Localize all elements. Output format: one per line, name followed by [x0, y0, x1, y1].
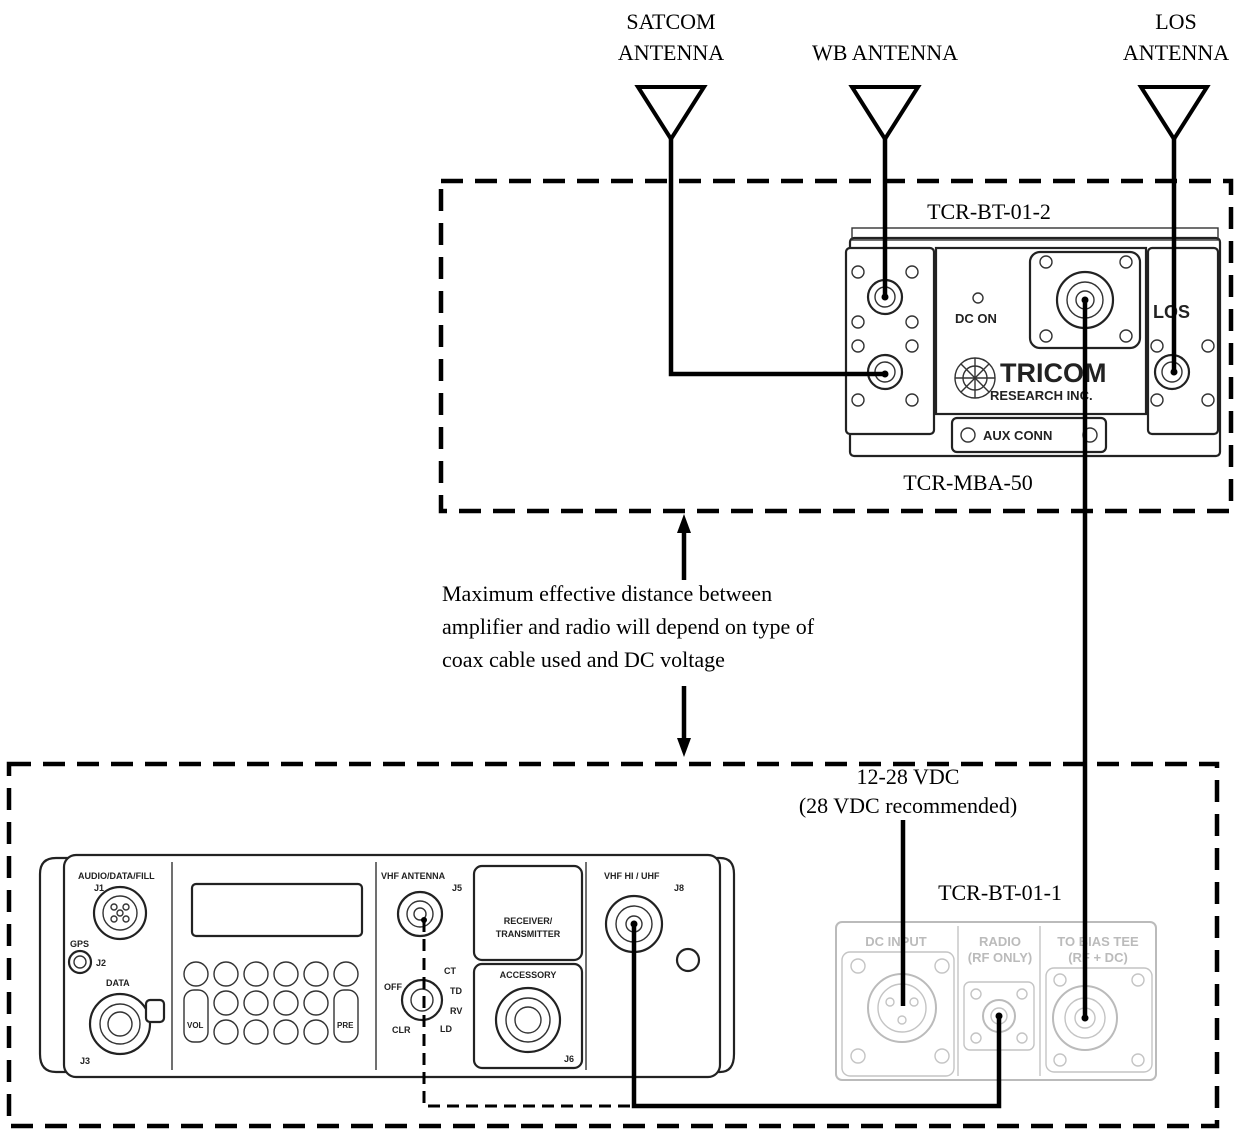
- amplifier-enclosure: [438, 178, 1234, 514]
- knob-td: TD: [450, 986, 462, 996]
- j5-label: J5: [452, 883, 462, 893]
- radio-keypad: VOL PRE: [183, 961, 359, 1045]
- knob-clr: CLR: [392, 1025, 411, 1035]
- audio-data-fill-label: AUDIO/DATA/FILL: [78, 871, 155, 881]
- to-bias-tee-label-2: (RF + DC): [1068, 950, 1128, 965]
- knob-rv: RV: [450, 1006, 462, 1016]
- vhf-optional-cable-end: [421, 917, 427, 923]
- radio-enclosure: [6, 761, 1220, 1129]
- satcom-cable: [668, 139, 885, 377]
- wb-antenna-icon: [848, 85, 922, 143]
- coax-cable-top-end: [1081, 296, 1089, 304]
- radio-unit: AUDIO/DATA/FILL J1 GPS J2 DATA J3: [38, 853, 736, 1079]
- radio-port-label-1: RADIO: [979, 934, 1021, 949]
- arrow-up-icon: [677, 514, 691, 533]
- los-port-text: LOS: [1153, 302, 1190, 322]
- wb-antenna-label: WB ANTENNA: [812, 40, 958, 65]
- tricom-brand: TRICOM: [1000, 358, 1106, 388]
- to-bias-tee-label-1: TO BIAS TEE: [1057, 934, 1139, 949]
- knob-ld: LD: [440, 1024, 452, 1034]
- tricom-brand-sub: RESEARCH INC.: [990, 388, 1093, 403]
- radio-rf-cable: [631, 924, 1002, 1109]
- vhf-antenna-port-label: VHF ANTENNA: [381, 871, 446, 881]
- satcom-cable-end: [881, 370, 889, 378]
- radio-port-label-2: (RF ONLY): [968, 950, 1033, 965]
- knob-ct: CT: [444, 966, 456, 976]
- los-antenna-icon: [1137, 85, 1211, 143]
- wb-cable-end: [881, 293, 889, 301]
- note-line-1: Maximum effective distance between: [442, 581, 772, 606]
- power-label-1: 12-28 VDC: [857, 764, 960, 789]
- coax-cable-bottom-end: [1081, 1014, 1089, 1022]
- j1-label: J1: [94, 883, 104, 893]
- j8-label: J8: [674, 883, 684, 893]
- pre-key-label: PRE: [337, 1021, 354, 1030]
- note-line-3: coax cable used and DC voltage: [442, 647, 725, 672]
- knob-off: OFF: [384, 982, 402, 992]
- rt-label-1: RECEIVER/: [504, 916, 553, 926]
- los-antenna-label-1: LOS: [1155, 9, 1197, 34]
- vhf-uhf-port-label: VHF HI / UHF: [604, 871, 660, 881]
- bias-tee-1-unit: DC INPUT RADIO (RF ONLY) TO BIAS TEE (RF…: [835, 921, 1157, 1081]
- aux-conn-text: AUX CONN: [983, 428, 1052, 443]
- vhf-optional-cable: [422, 920, 634, 1108]
- j6-label: J6: [564, 1054, 574, 1064]
- radio-rf-cable-end: [630, 920, 638, 928]
- vol-key-label: VOL: [187, 1021, 204, 1030]
- j3-label: J3: [80, 1056, 90, 1066]
- bias-tee-1-label: TCR-BT-01-1: [938, 880, 1062, 905]
- accessory-label: ACCESSORY: [500, 970, 557, 980]
- arrow-down-icon: [677, 738, 691, 757]
- rt-label-2: TRANSMITTER: [496, 929, 561, 939]
- amplifier-model-label: TCR-MBA-50: [903, 470, 1033, 495]
- los-cable-end: [1170, 368, 1178, 376]
- dc-on-text: DC ON: [955, 311, 997, 326]
- j2-label: J2: [96, 958, 106, 968]
- power-label-2: (28 VDC recommended): [799, 793, 1017, 818]
- los-antenna-label-2: ANTENNA: [1123, 40, 1229, 65]
- satcom-antenna-label-2: ANTENNA: [618, 40, 724, 65]
- note-line-2: amplifier and radio will depend on type …: [442, 614, 815, 639]
- amplifier-unit: DC ON TRICOM RESEARCH INC. AUX CONN LOS: [844, 227, 1222, 458]
- radio-rf-cable-bt-end: [995, 1012, 1003, 1020]
- satcom-antenna-label-1: SATCOM: [626, 9, 715, 34]
- bias-tee-2-label: TCR-BT-01-2: [927, 199, 1051, 224]
- dc-input-label: DC INPUT: [865, 934, 926, 949]
- data-port-label: DATA: [106, 978, 130, 988]
- gps-label: GPS: [70, 939, 89, 949]
- satcom-antenna-icon: [634, 85, 708, 143]
